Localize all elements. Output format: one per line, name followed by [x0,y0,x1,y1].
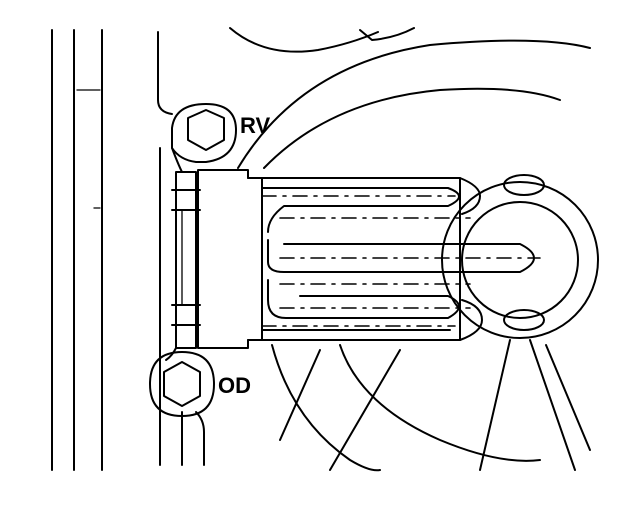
rv-label: RV [240,113,270,138]
od-bolt-icon [149,347,215,417]
left-frame-lines [51,29,103,471]
cooler-plate [197,169,541,349]
rv-bolt-icon [171,103,237,173]
tube-bracket [171,171,201,349]
case-arcs [237,39,591,472]
gear-hub [441,174,599,339]
od-label: OD [218,373,251,398]
